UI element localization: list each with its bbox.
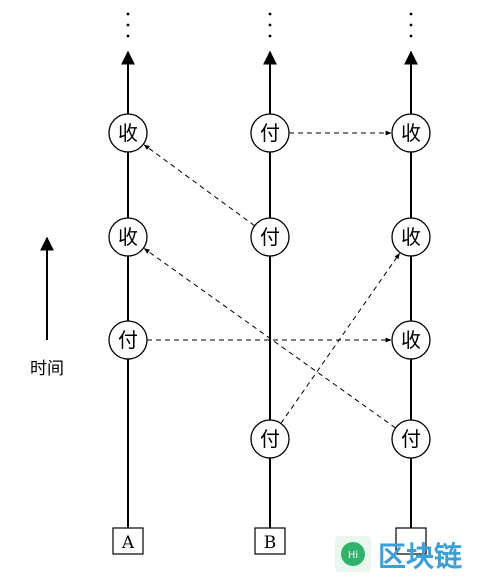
event-node: 付 [250,217,290,257]
event-circle [391,320,431,360]
event-label: 付 [260,225,280,249]
event-node: 收 [391,113,431,153]
message-arrow [280,252,400,424]
event-node: 收 [108,217,148,257]
message-arrow [143,248,396,429]
event-circle [250,113,290,153]
event-node: 付 [250,113,290,153]
process-box-frame [395,527,427,555]
watermark-badge-circle [341,542,365,566]
process-box-a: A [112,527,144,555]
event-circle [250,217,290,257]
continuation-dot [268,23,272,27]
continuation-dot [409,34,413,38]
event-circle [108,320,148,360]
event-label: 付 [118,328,138,352]
event-node: 付 [250,419,290,459]
time-axis-label: 时间 [30,359,64,379]
continuation-dot [409,23,413,27]
process-label: A [121,533,135,553]
event-circle [250,419,290,459]
event-label: 收 [118,225,138,249]
event-label: 付 [260,121,280,145]
event-circle [391,113,431,153]
event-circle [391,419,431,459]
event-node: 收 [391,320,431,360]
continuation-dot [126,34,130,38]
process-label: B [264,533,277,553]
event-node: 收 [108,113,148,153]
event-circle [391,217,431,257]
event-circle [108,113,148,153]
watermark-badge-text: Hi [348,550,358,561]
event-label: 收 [401,121,421,145]
event-circle [108,217,148,257]
continuation-dot [409,12,413,16]
process-box-frame [112,527,144,555]
watermark-text: 区块链 [378,540,462,573]
process-box-frame [254,527,286,555]
event-label: 收 [118,121,138,145]
event-node: 收 [391,217,431,257]
event-label: 付 [401,427,421,451]
continuation-dot [126,23,130,27]
continuation-dot [268,34,272,38]
process-box-b: B [254,527,286,555]
event-label: 付 [260,427,280,451]
event-label: 收 [401,328,421,352]
watermark-logo: Hi 区块链 [335,536,462,573]
message-arrow [143,144,255,227]
continuation-dot [268,12,272,16]
event-node: 付 [391,419,431,459]
continuation-dot [126,12,130,16]
event-node: 付 [108,320,148,360]
process-box-c [395,527,427,555]
event-label: 收 [401,225,421,249]
